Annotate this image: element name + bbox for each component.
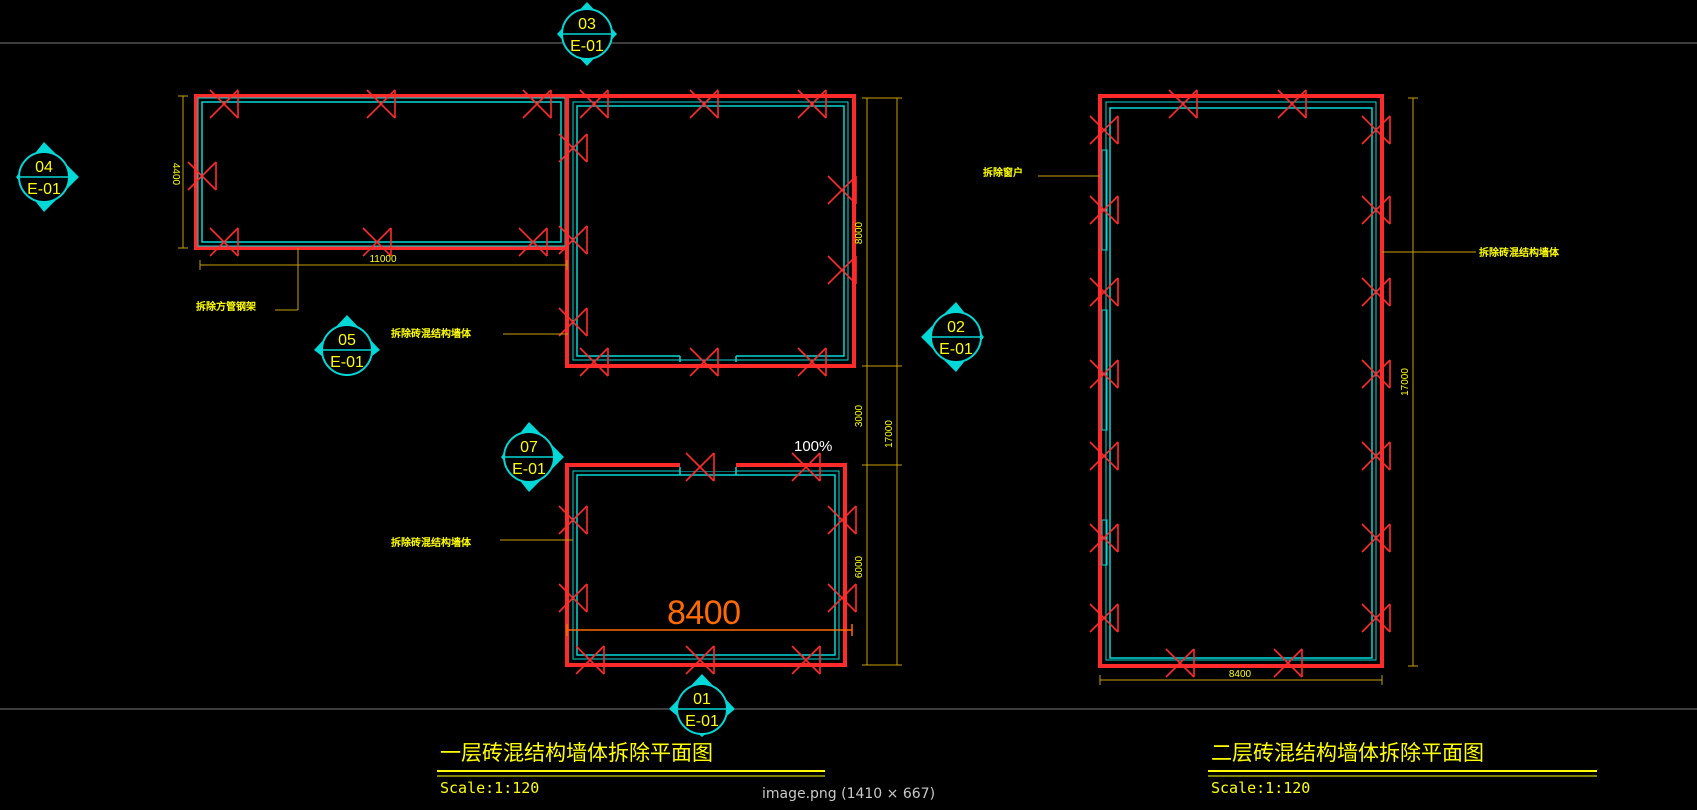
room-c-width-dim	[566, 624, 853, 636]
annotation-wall-b: 拆除砖混结构墙体	[391, 327, 472, 340]
marker-05-number: 05	[338, 332, 356, 349]
annotation-steel-frame: 拆除方管钢架	[196, 300, 256, 313]
title-block-floor2: 二层砖混结构墙体拆除平面图 Scale:1:120	[1208, 741, 1597, 797]
elevation-marker-05: 05 E-01	[314, 315, 380, 376]
dim-plan2-height: 17000	[1400, 368, 1411, 396]
room-c	[565, 463, 847, 667]
room-a	[194, 94, 569, 250]
scale-floor1: Scale:1:120	[440, 779, 539, 797]
dim-room-c-height: 6000	[854, 555, 865, 578]
dim-room-b-height: 8000	[854, 221, 865, 244]
title-block-floor1: 一层砖混结构墙体拆除平面图 Scale:1:120	[437, 741, 825, 797]
marker-03-number: 03	[578, 16, 596, 33]
dim-plan2-width: 8400	[1229, 669, 1252, 680]
elevation-marker-04: 04 E-01	[16, 142, 79, 212]
elevation-marker-01: 01 E-01	[669, 674, 735, 737]
dim-room-a-height: 4400	[170, 163, 181, 186]
title-floor2: 二层砖混结构墙体拆除平面图	[1211, 741, 1484, 765]
marker-01-ref: E-01	[685, 713, 719, 730]
demolition-marks-plan1	[187, 89, 857, 675]
title-floor1: 一层砖混结构墙体拆除平面图	[440, 741, 713, 765]
scale-floor2: Scale:1:120	[1211, 779, 1310, 797]
annotation-wall-plan2: 拆除砖混结构墙体	[1479, 246, 1560, 259]
elevation-marker-03: 03 E-01	[557, 2, 617, 66]
zoom-indicator: 100%	[794, 438, 833, 455]
marker-03-ref: E-01	[570, 38, 604, 55]
dim-room-a-width: 11000	[369, 254, 397, 265]
marker-02-number: 02	[947, 319, 965, 336]
annotation-wall-c: 拆除砖混结构墙体	[391, 536, 472, 549]
dim-total-height: 17000	[884, 420, 895, 448]
marker-04-number: 04	[35, 159, 53, 176]
elevation-marker-07: 07 E-01	[501, 422, 564, 492]
marker-07-ref: E-01	[512, 461, 546, 478]
dim-gap: 3000	[854, 404, 865, 427]
marker-04-ref: E-01	[27, 181, 61, 198]
image-caption: image.png (1410 × 667)	[761, 786, 936, 802]
marker-02-ref: E-01	[939, 341, 973, 358]
annotation-window: 拆除窗户	[983, 166, 1023, 179]
elevation-marker-02: 02 E-01	[921, 302, 984, 372]
marker-07-number: 07	[520, 439, 538, 456]
demolition-marks-plan2	[1089, 89, 1391, 678]
room-b	[565, 94, 856, 368]
dimension-lines-plan2	[1038, 97, 1476, 685]
marker-05-ref: E-01	[330, 354, 364, 371]
marker-01-number: 01	[693, 691, 711, 708]
dimension-lines-plan1	[178, 95, 902, 666]
dim-room-c-width: 8400	[667, 594, 741, 632]
plan2-room	[1098, 94, 1384, 668]
